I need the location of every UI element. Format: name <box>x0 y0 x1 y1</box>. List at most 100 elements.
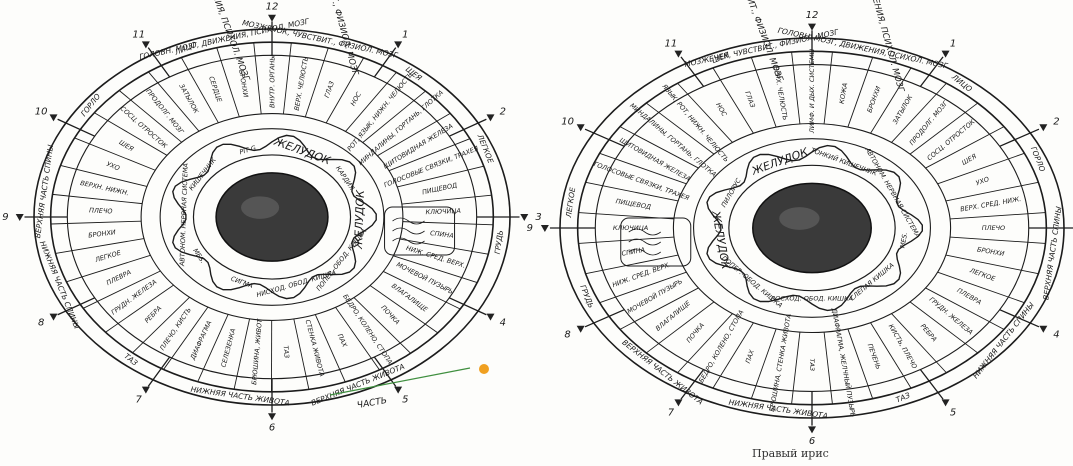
left-sector-divider <box>163 306 209 370</box>
left-clock-number: 8 <box>38 317 44 328</box>
left-clock-tick <box>448 297 487 316</box>
left-sector-divider <box>393 255 478 284</box>
left-outer-band-label: МОЗЖЕЧОК, ЧУВСТВИТ., ФИЗИОЛ. МОЗГ <box>241 18 399 60</box>
right-inner-label: ПИЛОРУС <box>720 177 743 209</box>
right-sector-divider <box>937 271 1025 304</box>
left-clock-marker <box>394 386 403 394</box>
left-zone-label: СТЕНКА ЖИВОТА <box>304 319 326 378</box>
left-sector-divider <box>52 193 143 205</box>
right-outer-band-label: ГОЛОВН. МОЗГ, ДВИЖЕНИЯ, ПСИХОЛ. МОЗГ <box>777 26 949 71</box>
right-clock-number: 6 <box>809 436 815 447</box>
right-zone-label: ЗАТЫЛОК <box>891 93 914 125</box>
left-zone-label: ВЕРХ. ЧЕЛЮСТЬ <box>293 56 310 111</box>
right-inset-wave <box>628 248 661 256</box>
right-zone-label: КИСТЬ, ПЛЕЧО <box>887 323 919 370</box>
right-sector-divider <box>599 152 687 185</box>
right-clock-number: 12 <box>806 10 819 21</box>
right-zone-label: ПИЩЕВОД <box>615 197 651 211</box>
left-clock-number: 9 <box>2 212 8 223</box>
annotation-dot <box>479 364 489 374</box>
right-sector-divider <box>950 236 1046 244</box>
left-clock-tick <box>147 356 171 387</box>
right-sector-divider <box>791 51 801 124</box>
left-sector-divider <box>74 137 156 171</box>
left-clock-number: 10 <box>35 107 48 118</box>
right-zone-label: БРОНХИ <box>976 245 1005 258</box>
left-clock-number: 7 <box>136 394 143 405</box>
left-sector-divider <box>369 285 439 334</box>
left-sector-divider <box>180 57 219 123</box>
left-clock-number: 5 <box>402 394 408 405</box>
left-clock-marker <box>520 214 529 221</box>
right-sector-divider <box>585 254 679 275</box>
left-clock-marker <box>394 41 403 49</box>
right-sector-divider <box>619 126 699 169</box>
left-sector-divider <box>118 90 182 143</box>
left-sector-divider <box>397 165 484 188</box>
right-clock-marker <box>941 399 950 407</box>
right-inset-wave <box>628 238 661 246</box>
left-annotation-text: ЧАСТЬ <box>356 396 388 411</box>
right-outer-band-label: ГРУДЬ <box>578 284 595 310</box>
right-outer-band-label: ЛЕГКОЕ <box>564 186 577 219</box>
left-inner-label: ЖЕЛУДОК <box>352 189 367 250</box>
left-outer-band-label: ГРУДЬ <box>493 230 505 255</box>
left-zone-label: СЕРДЦЕ <box>207 75 224 104</box>
right-clock-number: 11 <box>665 39 678 50</box>
left-sector-divider <box>83 270 161 309</box>
right-sector-divider <box>909 102 978 155</box>
left-sector-divider <box>304 47 329 118</box>
left-clock-number: 4 <box>500 317 506 328</box>
left-sector-divider <box>216 47 240 118</box>
left-nerve-wreath <box>172 134 377 300</box>
left-zone-label: ТАЗ <box>282 345 291 358</box>
right-clock-number: 10 <box>561 117 574 128</box>
right-zone-label: ЛИМФ. И ДЫХ. СИСТЕМЫ <box>808 49 816 135</box>
right-clock-marker <box>808 23 816 31</box>
left-sector-divider <box>345 72 397 132</box>
right-zone-label: БЕДРО, КОЛЕНО, СТОПА <box>697 309 745 385</box>
right-clock-number: 1 <box>950 39 956 50</box>
left-clock-number: 6 <box>269 423 275 434</box>
right-clock-marker <box>941 50 950 58</box>
left-sector-divider <box>377 112 451 157</box>
left-zone-label: ВЛАГАЛИЩЕ <box>390 282 430 315</box>
left-inner-label: ЖЕЛУДОК <box>271 135 333 168</box>
left-sector-divider <box>233 318 251 390</box>
left-inset-wave <box>392 217 425 225</box>
left-clock-marker <box>141 386 150 394</box>
left-zone-label: ПЛЕВРА <box>105 268 132 287</box>
left-zone-label: ЛЕГКОЕ <box>93 248 122 264</box>
right-zone-label: ВЕРХ. СРЕД. НИЖ. <box>960 195 1022 214</box>
right-sector-divider <box>823 51 833 124</box>
left-zone-label: НИЖ. СРЕД. ВЕРХ. <box>405 244 466 270</box>
left-sector-divider <box>253 42 262 114</box>
left-sector-divider <box>401 194 492 205</box>
left-sector-divider <box>383 271 461 310</box>
left-zone-label: ВЕРХН. НИЖН. <box>79 179 129 197</box>
right-ring <box>672 122 952 334</box>
right-clock-number: 7 <box>668 407 675 418</box>
right-clock-marker <box>540 225 549 232</box>
right-zone-label: БРОНХИ <box>866 85 883 114</box>
left-breast-inset <box>384 206 456 256</box>
left-clock-tick <box>373 47 397 78</box>
right-zone-label: ПОЧКА <box>685 321 706 344</box>
right-nerve-wreath <box>706 144 923 312</box>
left-zone-label: ШЕЯ <box>118 138 136 153</box>
right-outer-band-label: ГОРЛО <box>1029 145 1047 173</box>
right-sector-divider <box>870 322 912 389</box>
right-sector-divider <box>599 271 687 304</box>
right-sector-divider <box>646 102 715 155</box>
right-inset-wave <box>628 228 661 236</box>
right-zone-label: УХО <box>975 175 990 187</box>
right-clock-number: 4 <box>1053 329 1059 340</box>
left-clock-marker <box>141 41 150 49</box>
left-sector-divider <box>362 90 426 143</box>
right-zone-label: ГЛАЗ <box>743 90 756 109</box>
right-clock-tick <box>919 56 944 87</box>
right-sector-divider <box>945 254 1039 275</box>
annotation-line <box>329 367 471 396</box>
left-clock-marker <box>49 313 58 321</box>
left-sector-divider <box>105 284 174 333</box>
